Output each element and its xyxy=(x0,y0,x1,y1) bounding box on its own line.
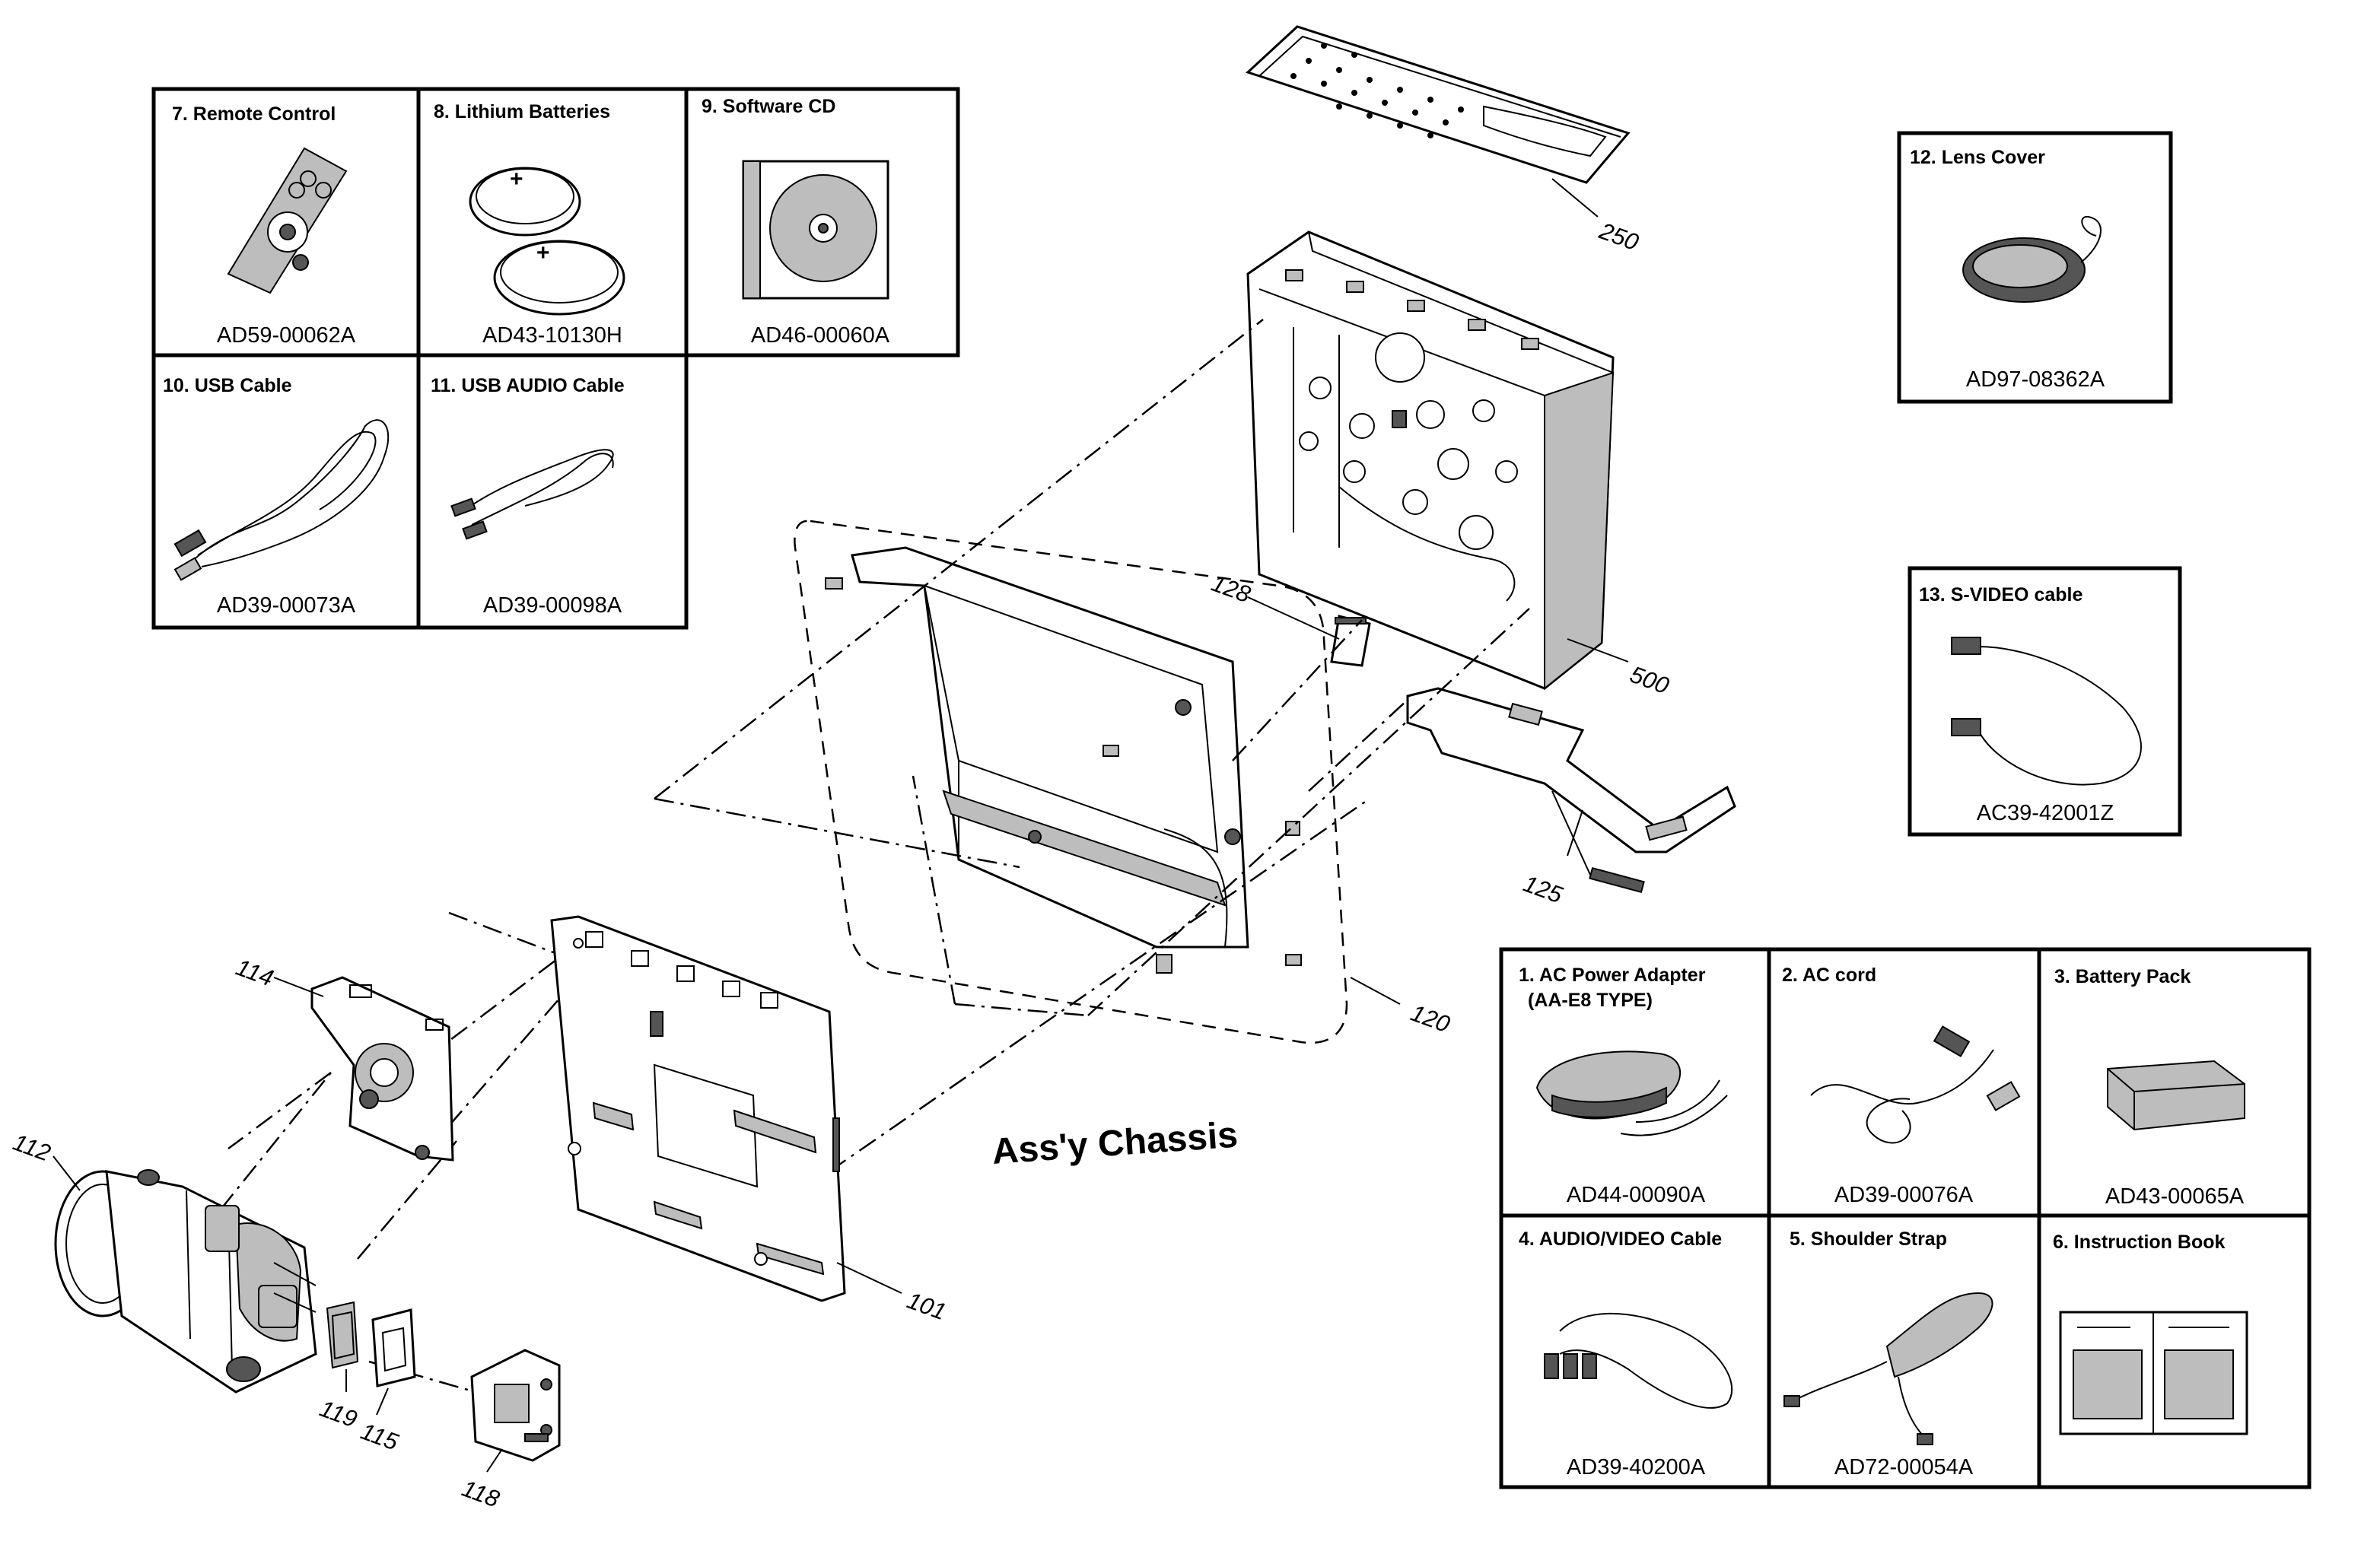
callout-120: 120 xyxy=(1408,1000,1454,1038)
accessory-instruction-book: 6. Instruction Book xyxy=(2053,1232,2248,1435)
accessory-grid-top-left xyxy=(151,87,960,630)
part-filter xyxy=(326,1301,359,1369)
callout-250: 250 xyxy=(1596,217,1643,256)
lens-cover-icon xyxy=(1962,215,2102,303)
accessory-usb-cable: 10. USB Cable AD39-00073A xyxy=(163,375,390,618)
part-main-pcb xyxy=(550,915,846,1302)
accessory-title: 7. Remote Control xyxy=(172,103,336,125)
accessory-part-number: AD39-00076A xyxy=(1834,1183,1974,1207)
accessory-title: 13. S-VIDEO cable xyxy=(1919,584,2082,605)
callout-114: 114 xyxy=(233,954,277,992)
accessory-part-number: AD43-00065A xyxy=(2105,1184,2245,1209)
assembly-outline xyxy=(794,520,1348,1044)
accessory-part-number: AC39-42001Z xyxy=(1977,801,2114,825)
part-lens-unit xyxy=(54,1169,317,1394)
audio-cable-icon xyxy=(450,449,614,540)
part-mount-bracket xyxy=(310,976,454,1162)
accessory-title: 6. Instruction Book xyxy=(2053,1232,2226,1253)
callout-101: 101 xyxy=(904,1287,950,1326)
accessory-title: 8. Lithium Batteries xyxy=(434,101,610,122)
accessory-part-number: AD43-10130H xyxy=(482,323,622,348)
ac-adapter-icon xyxy=(1535,1050,1728,1136)
accessory-title-line2: (AA-E8 TYPE) xyxy=(1528,990,1653,1011)
svg-text:+: + xyxy=(510,167,523,192)
cd-icon xyxy=(742,160,889,300)
callout-119: 119 xyxy=(317,1395,361,1433)
part-chassis-frame xyxy=(825,546,1302,974)
svg-text:+: + xyxy=(536,240,550,265)
accessory-battery-pack: 3. Battery Pack AD43-00065A xyxy=(2054,966,2245,1209)
battery-pack-icon xyxy=(2107,1060,2245,1131)
callout-125: 125 xyxy=(1520,870,1567,909)
accessory-part-number: AD46-00060A xyxy=(751,323,890,348)
av-cable-icon xyxy=(1544,1312,1733,1409)
part-small-flex-cable xyxy=(1330,615,1371,667)
ac-cord-icon xyxy=(1810,1025,2021,1144)
accessory-title: 4. AUDIO/VIDEO Cable xyxy=(1519,1228,1722,1250)
accessory-part-number: AD39-40200A xyxy=(1567,1455,1706,1479)
part-spacer xyxy=(371,1308,416,1387)
accessory-remote-control: 7. Remote Control AD59-00062A xyxy=(172,103,356,348)
accessory-part-number: AD39-00098A xyxy=(483,593,622,618)
accessory-part-number: AD59-00062A xyxy=(217,323,356,348)
callout-112: 112 xyxy=(10,1129,54,1167)
accessory-part-number: AD39-00073A xyxy=(217,593,356,618)
part-deck-mechanism xyxy=(1246,230,1615,691)
shoulder-strap-icon xyxy=(1783,1292,1993,1445)
accessory-grid-bottom-right xyxy=(1499,947,2312,1489)
callout-500: 500 xyxy=(1627,661,1673,700)
instruction-book-icon xyxy=(2059,1311,2248,1435)
accessory-ac-cord: 2. AC cord AD39-00076A xyxy=(1782,965,2021,1207)
svideo-cable-icon xyxy=(1951,637,2142,786)
callout-115: 115 xyxy=(358,1418,402,1456)
accessory-title: 11. USB AUDIO Cable xyxy=(431,375,625,396)
usb-cable-icon xyxy=(173,419,390,581)
part-top-cover xyxy=(1246,25,1631,184)
accessory-part-number: AD72-00054A xyxy=(1834,1455,1974,1479)
accessory-title: 3. Battery Pack xyxy=(2054,966,2191,987)
accessory-lithium-batteries: 8. Lithium Batteries + + AD43-10130H xyxy=(434,101,625,348)
accessory-part-number: AD44-00090A xyxy=(1567,1183,1706,1207)
accessory-svideo-cable: 13. S-VIDEO cable AC39-42001Z xyxy=(1908,566,2182,837)
remote-control-icon xyxy=(227,147,348,294)
accessory-part-number: AD97-08362A xyxy=(1966,367,2105,392)
assembly-title: Ass'y Chassis xyxy=(991,1115,1239,1172)
accessory-title: 9. Software CD xyxy=(702,96,835,117)
accessory-audio-video-cable: 4. AUDIO/VIDEO Cable AD39-40200A xyxy=(1519,1228,1733,1479)
callout-118: 118 xyxy=(459,1475,504,1513)
accessory-title: 1. AC Power Adapter xyxy=(1519,965,1706,986)
accessory-lens-cover: 12. Lens Cover AD97-08362A xyxy=(1897,131,2173,404)
coin-battery-icon: + + xyxy=(469,167,625,316)
accessory-shoulder-strap: 5. Shoulder Strap AD72-00054A xyxy=(1783,1228,1993,1479)
callout-128: 128 xyxy=(1208,570,1255,609)
accessory-title: 5. Shoulder Strap xyxy=(1790,1228,1947,1250)
part-ccd-board xyxy=(470,1349,561,1462)
accessory-ac-power-adapter: 1. AC Power Adapter (AA-E8 TYPE) AD44-00… xyxy=(1519,965,1728,1207)
accessory-title: 10. USB Cable xyxy=(163,375,292,396)
accessory-title: 12. Lens Cover xyxy=(1910,147,2045,168)
accessory-software-cd: 9. Software CD AD46-00060A xyxy=(702,96,890,348)
accessory-usb-audio-cable: 11. USB AUDIO Cable AD39-00098A xyxy=(431,375,625,618)
accessory-title: 2. AC cord xyxy=(1782,965,1876,986)
part-flex-cable xyxy=(1406,687,1736,894)
